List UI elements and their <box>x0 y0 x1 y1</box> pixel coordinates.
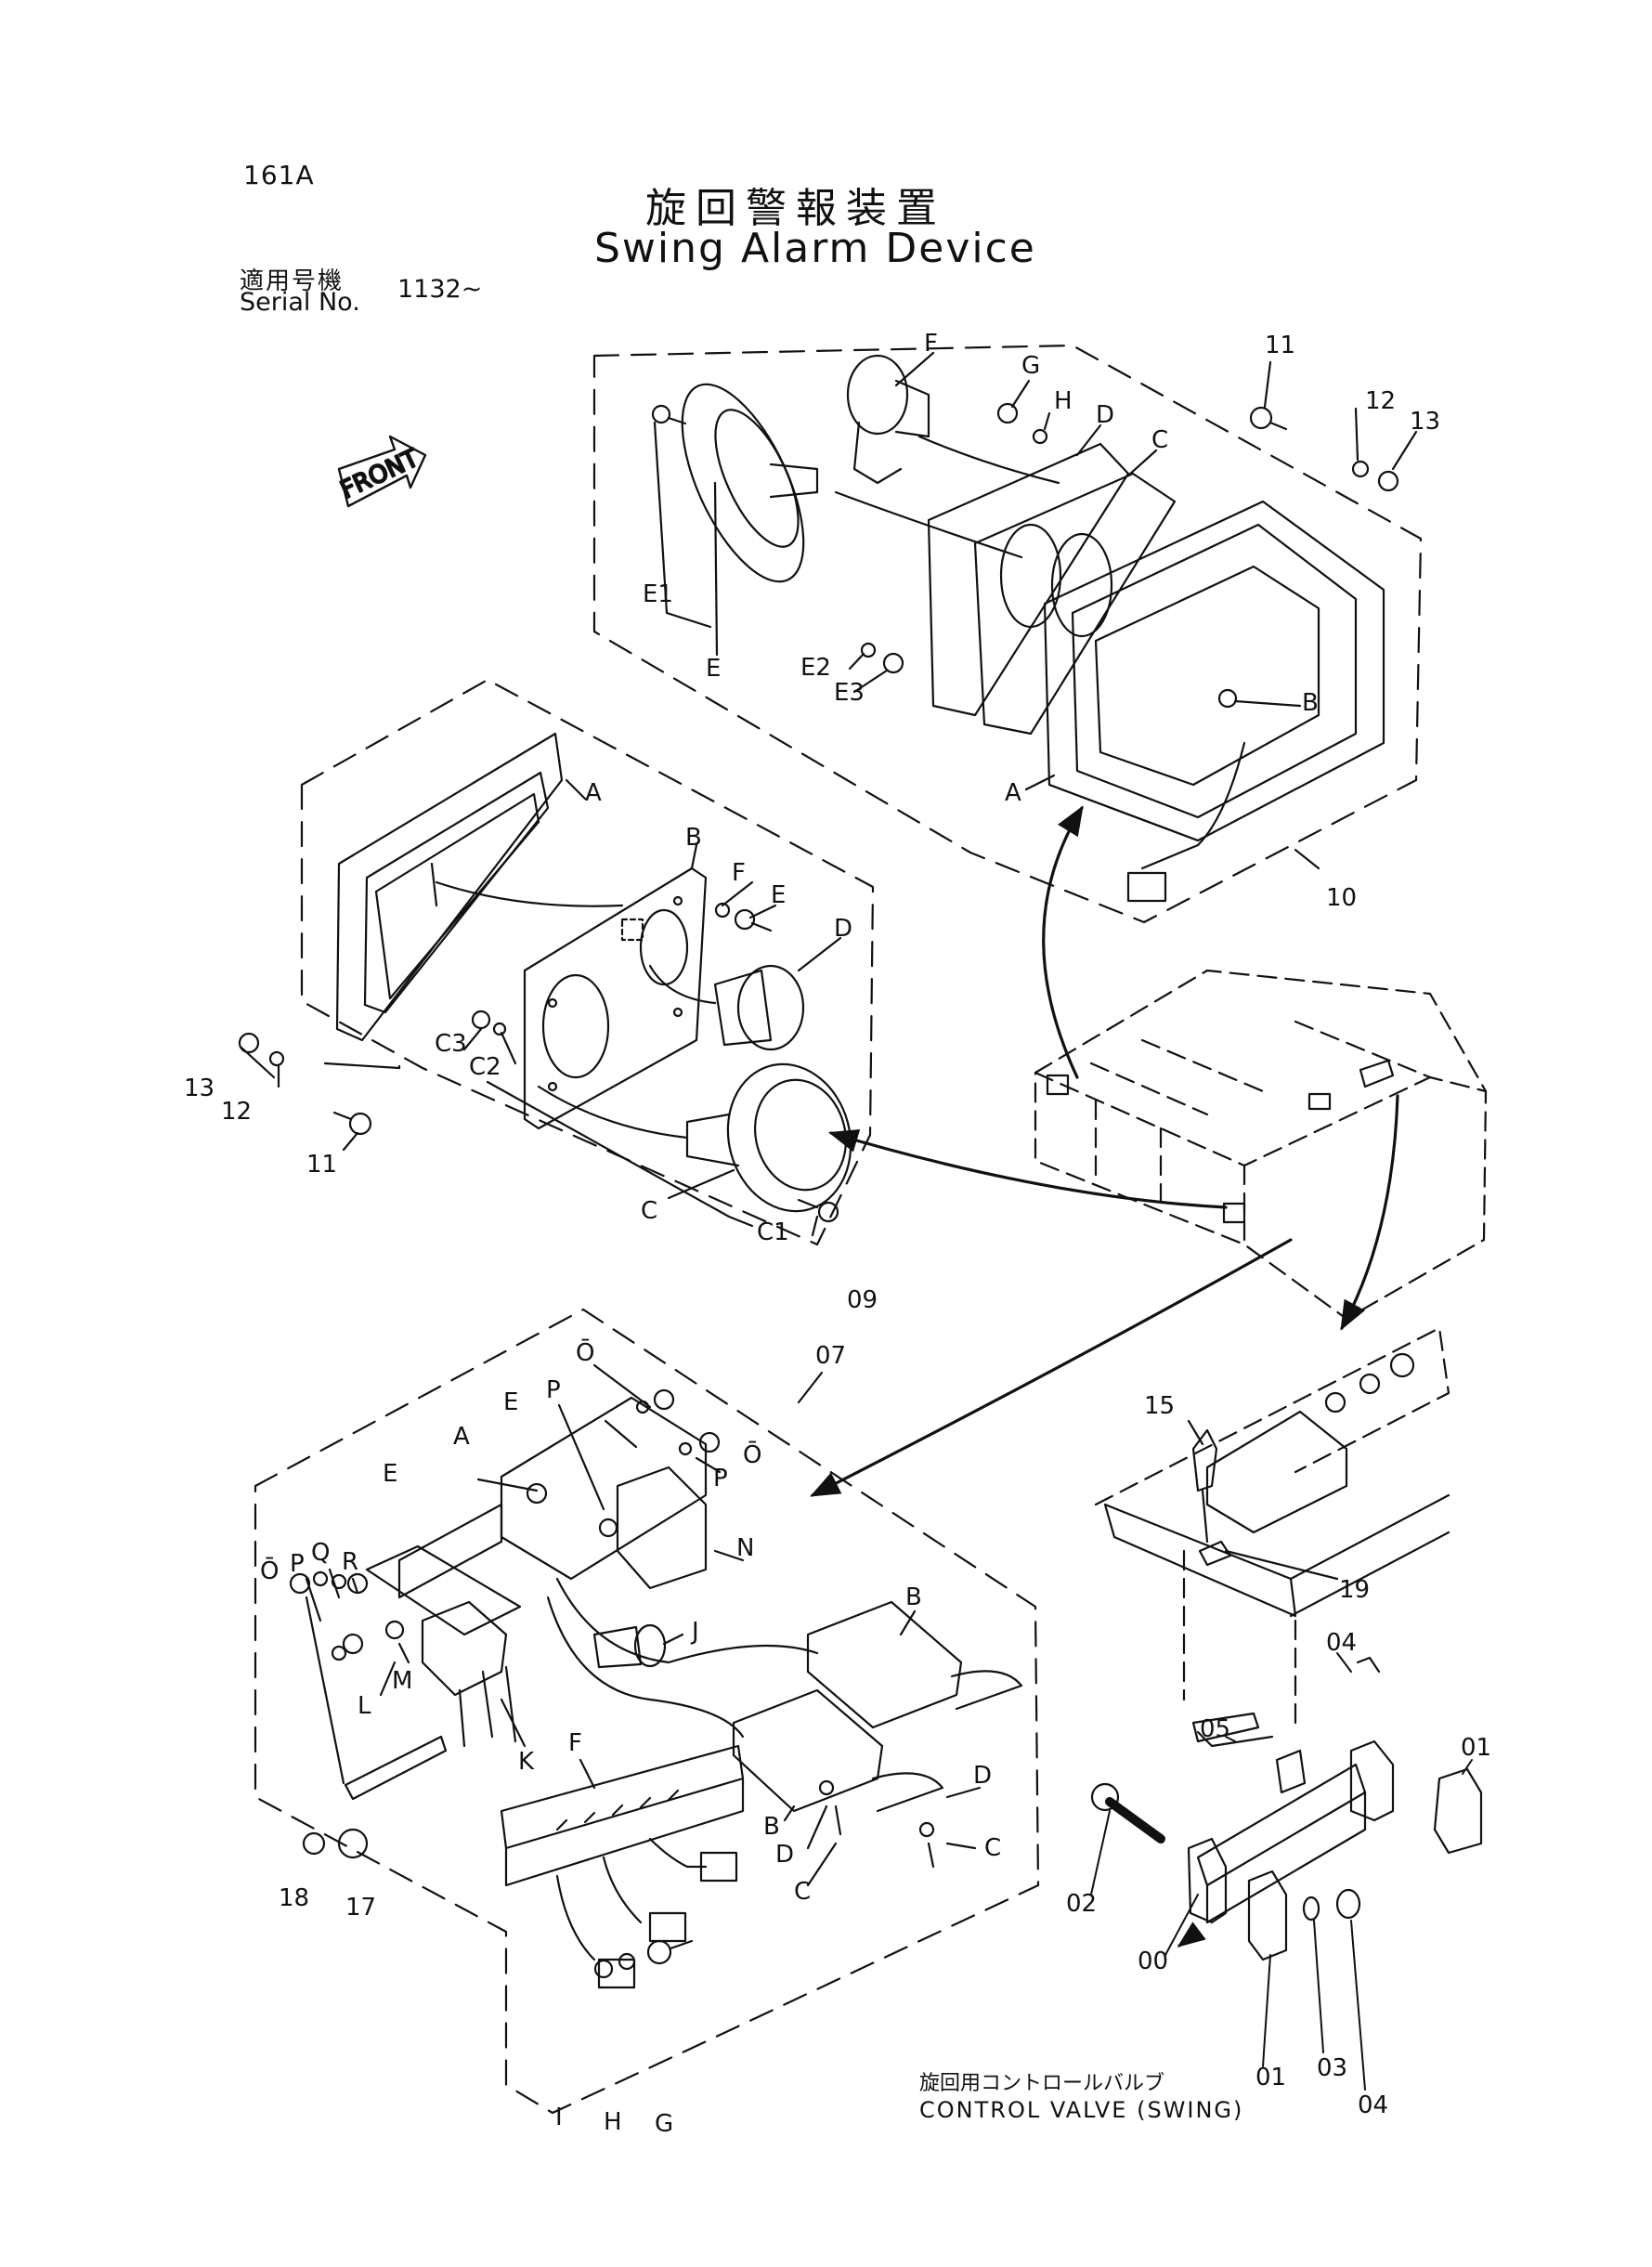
assembly-09 <box>238 678 875 1246</box>
callout-07-f: F <box>568 1729 582 1757</box>
callout-09-b: B <box>685 824 702 852</box>
callout-07-q: Q <box>311 1539 330 1567</box>
callout-07-j: J <box>690 1618 699 1646</box>
assembly-location-arrows <box>810 805 1399 1497</box>
page-code: 161A <box>243 160 315 190</box>
callout-09-d: D <box>834 915 852 943</box>
callout-07-m: M <box>392 1667 412 1695</box>
callout-07-g: G <box>655 2110 673 2138</box>
callout-09-13: 13 <box>184 1075 215 1102</box>
callout-07-d2: D <box>775 1841 794 1869</box>
callout-07-o1: Ō <box>576 1338 594 1367</box>
callout-07-l: L <box>358 1692 371 1720</box>
callout-09-11: 11 <box>306 1151 337 1179</box>
serial-number-value: 1132~ <box>397 275 483 304</box>
callouts-assembly-07: 07 Ō P E A P Ō E R Q P Ō N B J M L K F B… <box>260 1338 1001 2138</box>
callout-10-f: F <box>924 330 938 358</box>
callout-10-10: 10 <box>1326 884 1357 912</box>
callout-01-bottom: 01 <box>1255 2064 1286 2091</box>
callout-00: 00 <box>1138 1948 1168 1975</box>
callout-07-o2: Ō <box>743 1440 761 1469</box>
callout-03: 03 <box>1317 2054 1347 2082</box>
front-label: FRONT <box>336 445 423 505</box>
callout-10-d: D <box>1096 401 1114 429</box>
callout-07-n: N <box>736 1534 754 1562</box>
buzzer-d-09 <box>648 964 805 1051</box>
assembly-07 <box>254 1308 1040 2115</box>
callout-07-e1: E <box>503 1388 518 1416</box>
callout-07-r: R <box>342 1548 358 1576</box>
callout-10-a: A <box>1005 779 1021 807</box>
callout-09-c: C <box>641 1197 657 1225</box>
callout-07-18: 18 <box>279 1884 309 1912</box>
callouts-right-assembly: 15 19 04 05 01 02 00 01 03 04 <box>1066 1392 1491 2119</box>
callout-07-i: I <box>555 2104 563 2131</box>
page-title-japanese: 旋回警報装置 <box>645 185 946 232</box>
assembly-10 <box>592 344 1423 924</box>
callout-10-e: E <box>706 655 721 683</box>
callout-04-bottom: 04 <box>1358 2091 1388 2119</box>
callout-07-a: A <box>453 1423 470 1451</box>
callout-10-13: 13 <box>1410 408 1440 436</box>
callouts-assembly-09: A B F E D 13 12 11 C3 C2 C C1 09 <box>184 779 878 1314</box>
control-valve-label-japanese: 旋回用コントロールバルブ <box>919 2072 1165 2095</box>
lamp-c-09 <box>537 1062 852 1213</box>
callout-07-b1: B <box>905 1583 922 1611</box>
serial-label: Serial No. <box>240 288 360 317</box>
callout-09-e: E <box>771 881 786 909</box>
bracket-00-assembly <box>1090 1656 1483 1961</box>
control-valve-label: CONTROL VALVE (SWING) <box>919 2097 1244 2123</box>
callout-07-17: 17 <box>345 1894 376 1922</box>
mounting-plate-b-09 <box>523 866 708 1130</box>
callout-15: 15 <box>1144 1392 1175 1420</box>
lamp-e-part <box>651 383 819 583</box>
callout-07-d1: D <box>973 1762 992 1790</box>
callout-09-09: 09 <box>847 1286 878 1314</box>
front-direction-arrow: FRONT <box>335 435 427 508</box>
callout-09-c1: C1 <box>757 1218 789 1246</box>
callout-10-e3: E3 <box>834 679 865 707</box>
callout-09-f: F <box>732 859 746 887</box>
callout-07-p2: P <box>713 1465 728 1492</box>
callout-05: 05 <box>1200 1715 1230 1743</box>
fasteners-10 <box>860 402 1399 674</box>
callout-10-11: 11 <box>1265 332 1295 359</box>
alarm-box-a-09 <box>335 732 624 1042</box>
callout-07-k: K <box>518 1748 535 1776</box>
serial-label-japanese: 適用号機 <box>240 267 345 295</box>
alarm-box-a-part <box>1043 500 1385 903</box>
callout-07-o3: Ō <box>260 1557 279 1585</box>
callout-07-c1: C <box>984 1834 1001 1862</box>
callout-01-right: 01 <box>1461 1734 1491 1762</box>
machine-small-boxes <box>1046 1059 1395 1224</box>
callout-09-c2: C2 <box>469 1053 501 1081</box>
callout-07-h: H <box>604 2108 622 2136</box>
page-title: Swing Alarm Device <box>594 225 1036 272</box>
callout-09-c3: C3 <box>435 1030 467 1058</box>
callout-10-e1: E1 <box>643 580 673 608</box>
mounting-plates-d-c <box>927 442 1177 736</box>
callout-10-b: B <box>1302 689 1319 717</box>
callout-09-a: A <box>585 779 602 807</box>
callout-09-12: 12 <box>221 1098 252 1126</box>
callouts-assembly-10: 11 12 13 F G H D C E1 E E2 E3 B A 10 <box>643 330 1440 912</box>
callout-10-c: C <box>1151 426 1168 454</box>
fasteners-09 <box>238 902 839 1223</box>
callout-07-b2: B <box>763 1813 780 1841</box>
switch-15-area <box>1094 1326 1450 1729</box>
machine-upper-structure <box>1034 969 1488 1321</box>
callout-10-h: H <box>1054 387 1073 415</box>
buzzer-f-part <box>834 354 1060 559</box>
callout-10-g: G <box>1021 352 1040 380</box>
callout-04-top: 04 <box>1326 1629 1357 1657</box>
callout-07-c2: C <box>794 1878 811 1906</box>
callout-07-e2: E <box>383 1460 397 1488</box>
callout-07-p1: P <box>546 1376 561 1404</box>
callout-07-p3: P <box>290 1550 305 1578</box>
callout-07-07: 07 <box>815 1342 846 1370</box>
callout-10-12: 12 <box>1365 387 1396 415</box>
callout-19: 19 <box>1339 1576 1370 1604</box>
callout-10-e2: E2 <box>800 654 831 682</box>
